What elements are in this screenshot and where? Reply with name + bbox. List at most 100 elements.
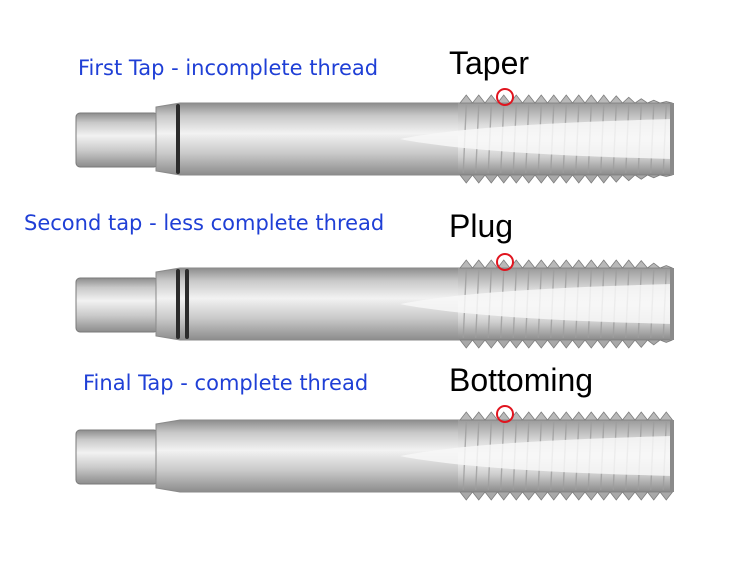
thread-tooth (646, 339, 662, 346)
thread-tooth (546, 339, 561, 349)
bottoming-tap-illustration (75, 405, 674, 501)
thread-tooth (509, 491, 524, 501)
thread-tooth (484, 491, 499, 501)
thread-tooth (584, 259, 599, 269)
thread-tooth (559, 94, 574, 104)
thread-tooth (571, 259, 586, 269)
label-bottoming: Bottoming (449, 362, 594, 398)
thread-tooth (571, 339, 586, 349)
thread-tooth (609, 411, 624, 421)
thread-tooth (484, 339, 499, 349)
thread-tooth (484, 411, 499, 421)
thread-tooth (559, 339, 574, 349)
thread-tooth (559, 259, 574, 269)
id-ring (176, 269, 180, 339)
thread-tooth (546, 491, 561, 501)
caption-first-tap: First Tap - incomplete thread (78, 56, 379, 80)
thread-tooth (546, 411, 561, 421)
thread-tooth (521, 491, 536, 501)
thread-tooth (584, 94, 599, 104)
thread-tooth (621, 491, 636, 501)
thread-tooth (596, 411, 611, 421)
thread-tooth (609, 174, 624, 183)
thread-tooth (534, 411, 549, 421)
first-full-thread-marker (496, 405, 514, 423)
thread-tooth (571, 174, 586, 184)
thread-tooth (571, 94, 586, 104)
thread-tooth (459, 411, 474, 421)
flute (400, 119, 672, 159)
thread-tooth (584, 411, 599, 421)
thread-tooth (659, 101, 673, 104)
thread-tooth (521, 339, 536, 349)
thread-tooth (496, 411, 511, 421)
thread-tooth (609, 491, 624, 501)
thread-tooth (571, 411, 586, 421)
thread-tooth (496, 174, 511, 184)
label-plug: Plug (449, 208, 514, 244)
thread-tooth (496, 491, 511, 501)
thread-tooth (621, 96, 637, 104)
flute (400, 284, 672, 324)
thread-tooth (634, 491, 649, 501)
id-ring (185, 269, 189, 339)
thread-tooth (584, 339, 599, 349)
id-ring (176, 104, 180, 174)
thread-tooth (559, 411, 574, 421)
thread-tooth (496, 339, 511, 349)
thread-tooth (521, 411, 536, 421)
thread-tooth (646, 491, 661, 501)
label-taper: Taper (449, 45, 530, 81)
thread-tooth (659, 174, 673, 177)
thread-tooth (471, 491, 486, 501)
thread-tooth (471, 411, 486, 421)
thread-tooth (534, 174, 549, 184)
thread-tooth (633, 174, 649, 180)
thread-tooth (559, 174, 574, 184)
thread-tooth (634, 339, 649, 349)
thread-tooth (471, 94, 486, 104)
thread-tooth (634, 259, 649, 269)
thread-tooth (471, 259, 486, 269)
square-drive (75, 429, 159, 485)
thread-tooth (633, 98, 649, 104)
thread-tooth (521, 174, 536, 184)
thread-tooth (621, 259, 636, 269)
thread-tooth (634, 411, 649, 421)
thread-tooth (459, 174, 474, 184)
taper-tap-illustration (75, 88, 674, 184)
thread-tooth (596, 174, 611, 184)
thread-tooth (596, 491, 611, 501)
thread-tooth (571, 491, 586, 501)
thread-tooth (584, 174, 599, 184)
thread-tooth (521, 94, 536, 104)
tap-end (670, 103, 674, 175)
thread-tooth (584, 491, 599, 501)
thread-tooth (659, 265, 673, 269)
thread-tooth (546, 174, 561, 184)
thread-tooth (471, 174, 486, 184)
thread-tooth (496, 94, 511, 104)
tap-end (670, 268, 674, 340)
thread-tooth (659, 411, 674, 421)
thread-tooth (621, 174, 637, 182)
thread-tooth (534, 339, 549, 349)
thread-tooth (484, 259, 499, 269)
thread-tooth (546, 94, 561, 104)
thread-tooth (647, 174, 661, 179)
thread-tooth (459, 259, 474, 269)
thread-tooth (484, 174, 499, 184)
thread-tooth (459, 339, 474, 349)
thread-tooth (609, 95, 624, 104)
thread-tooth (659, 339, 673, 343)
thread-tooth (621, 339, 636, 349)
thread-tooth (534, 94, 549, 104)
flute (400, 436, 672, 476)
thread-tooth (521, 259, 536, 269)
thread-tooth (647, 99, 661, 104)
thread-tooth (559, 491, 574, 501)
caption-final-tap: Final Tap - complete thread (83, 371, 369, 395)
first-full-thread-marker (496, 88, 514, 106)
thread-tooth (496, 259, 511, 269)
